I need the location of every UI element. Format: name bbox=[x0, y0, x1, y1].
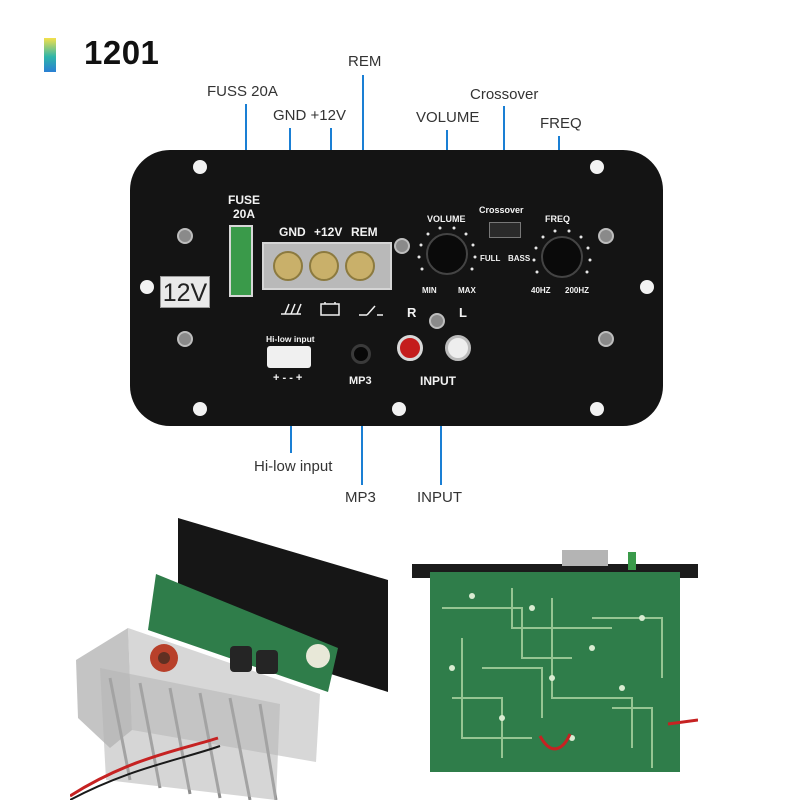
hilow-connector[interactable] bbox=[267, 346, 311, 368]
product-title: 1201 bbox=[84, 34, 160, 71]
leader-rem bbox=[362, 75, 364, 210]
fuse bbox=[229, 225, 253, 297]
freq-knob[interactable] bbox=[541, 236, 583, 278]
rca-right-jack[interactable] bbox=[397, 335, 423, 361]
mount-hole bbox=[640, 280, 654, 294]
crossover-label: Crossover bbox=[479, 205, 524, 215]
terminal-symbols bbox=[281, 302, 383, 316]
callout-input: INPUT bbox=[417, 489, 462, 506]
plus12v-terminal-screw bbox=[309, 251, 339, 281]
volume-min-label: MIN bbox=[422, 286, 437, 295]
pcb-underside-photo bbox=[412, 550, 698, 772]
callout-freq: FREQ bbox=[540, 115, 582, 132]
volume-knob[interactable] bbox=[426, 233, 468, 275]
freq-40hz-label: 40HZ bbox=[531, 286, 551, 295]
callout-fuss: FUSS 20A bbox=[207, 83, 278, 100]
title-accent-bar bbox=[44, 38, 56, 72]
callout-rem: REM bbox=[348, 53, 382, 70]
crossover-bass-label: BASS bbox=[508, 254, 531, 263]
hilow-label: Hi-low input bbox=[266, 334, 315, 344]
mount-hole bbox=[193, 160, 207, 174]
leader-input bbox=[440, 390, 442, 485]
hilow-pins-label: + - - + bbox=[273, 372, 303, 384]
rca-right-label: R bbox=[407, 305, 417, 320]
callout-mp3: MP3 bbox=[345, 489, 376, 506]
screw bbox=[598, 228, 614, 244]
fuse-label: FUSE bbox=[228, 193, 261, 207]
rca-left-jack[interactable] bbox=[445, 335, 471, 361]
amplifier-heatsink-photo bbox=[70, 518, 388, 800]
screw bbox=[394, 238, 410, 254]
screw bbox=[429, 313, 445, 329]
freq-200hz-label: 200HZ bbox=[565, 286, 590, 295]
screw bbox=[598, 331, 614, 347]
voltage-label: 12V bbox=[160, 276, 210, 308]
rca-left-label: L bbox=[459, 305, 467, 320]
mp3-jack[interactable] bbox=[351, 344, 371, 364]
mount-hole bbox=[590, 402, 604, 416]
crossover-switch[interactable] bbox=[489, 222, 521, 238]
volume-label: VOLUME bbox=[427, 214, 466, 224]
mount-hole bbox=[193, 402, 207, 416]
mount-hole bbox=[590, 160, 604, 174]
gnd-terminal-screw bbox=[273, 251, 303, 281]
mount-hole bbox=[392, 402, 406, 416]
battery-icon bbox=[320, 303, 340, 316]
freq-dial-scale bbox=[532, 229, 592, 274]
leader-mp3 bbox=[361, 395, 363, 485]
mp3-label: MP3 bbox=[349, 375, 372, 387]
gnd-label: GND bbox=[279, 225, 306, 239]
callout-volume: VOLUME bbox=[416, 109, 480, 126]
freq-label: FREQ bbox=[545, 214, 571, 224]
volume-dial-scale bbox=[417, 226, 477, 271]
rem-terminal-screw bbox=[345, 251, 375, 281]
plus12v-label: +12V bbox=[314, 225, 343, 239]
mount-hole bbox=[140, 280, 154, 294]
rem-label: REM bbox=[351, 225, 378, 239]
screw bbox=[177, 331, 193, 347]
callout-gnd-12v: GND +12V bbox=[273, 107, 346, 124]
input-label: INPUT bbox=[420, 374, 456, 388]
fuse-rating-label: 20A bbox=[233, 207, 256, 221]
amplifier-panel bbox=[130, 150, 663, 426]
callout-hilow: Hi-low input bbox=[254, 458, 333, 475]
crossover-full-label: FULL bbox=[480, 254, 501, 263]
callout-crossover: Crossover bbox=[470, 86, 539, 103]
volume-max-label: MAX bbox=[458, 286, 476, 295]
screw bbox=[177, 228, 193, 244]
